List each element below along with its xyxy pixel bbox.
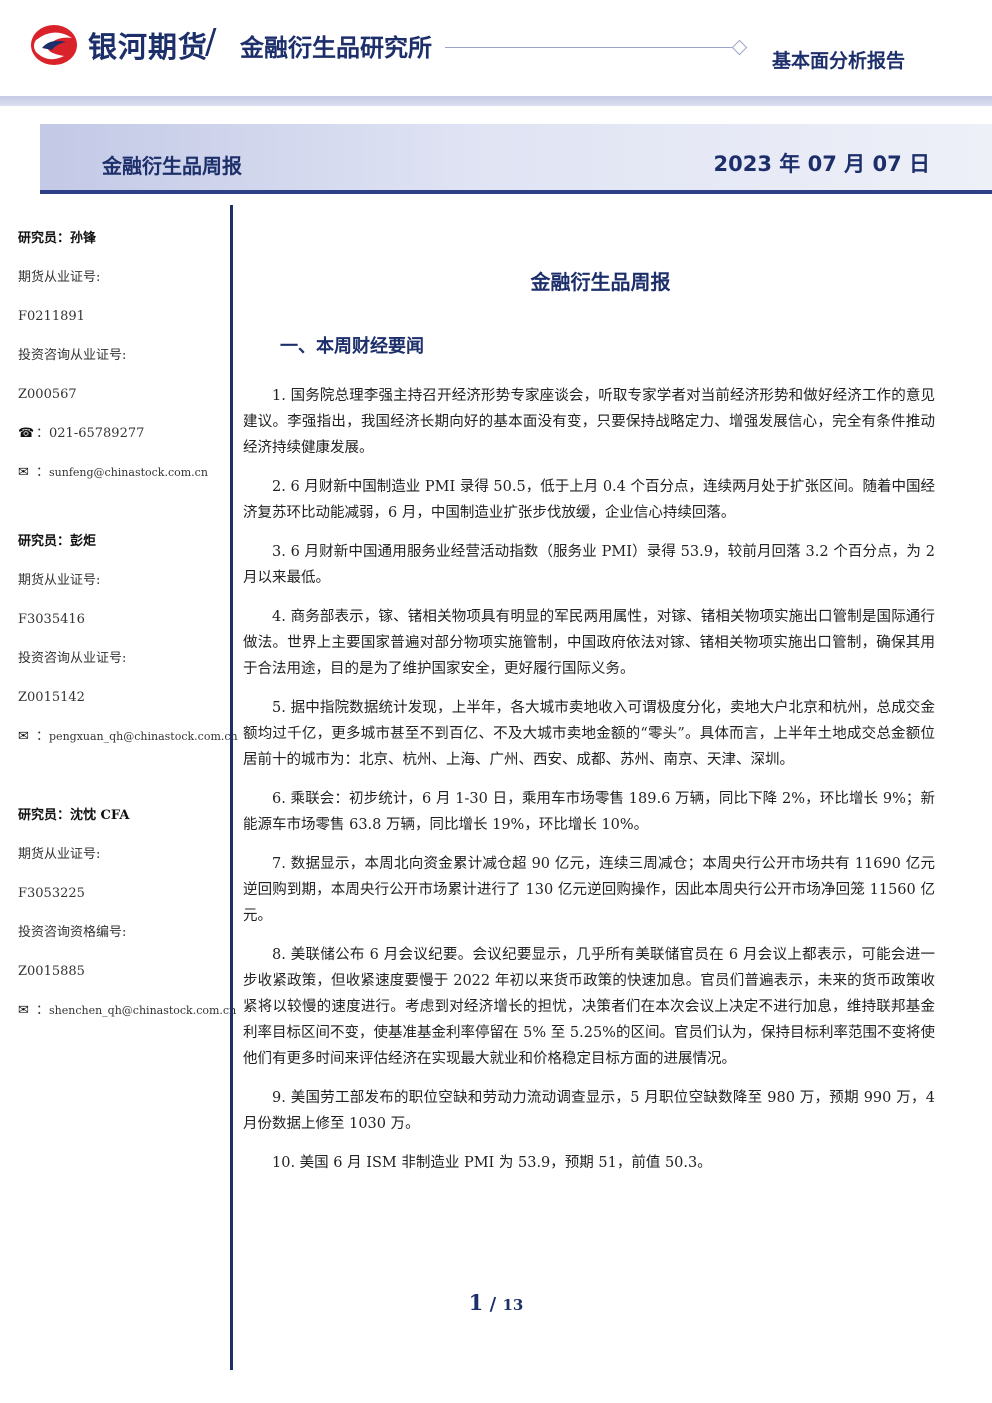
researcher-name: 研究员：孙锋	[18, 231, 97, 246]
researcher-name: 研究员：彭炬	[18, 534, 97, 549]
researcher-block: 研究员：彭炬 期货从业证号: F3035416 投资咨询从业证号: Z00151…	[18, 529, 238, 763]
license-label: 期货从业证号:	[18, 847, 101, 862]
phone-number: 021-65789277	[49, 426, 145, 441]
consult-label: 投资咨询从业证号:	[18, 348, 127, 363]
email-address[interactable]: shenchen_qh@chinastock.com.cn	[49, 1004, 237, 1017]
consult-number: Z0015885	[18, 964, 85, 979]
phone-line: ☎：021-65789277	[18, 421, 228, 460]
license-label: 期货从业证号:	[18, 573, 101, 588]
consult-number: Z0015142	[18, 690, 85, 705]
sidebar-divider	[230, 205, 233, 1370]
license-number: F3035416	[18, 612, 85, 627]
email-icon: ✉	[18, 1003, 29, 1018]
researcher-name: 研究员：沈忱 CFA	[18, 808, 130, 823]
total-pages: 13	[502, 1296, 524, 1314]
section-title: 一、本周财经要闻	[280, 336, 424, 357]
email-address[interactable]: pengxuan_qh@chinastock.com.cn	[49, 730, 238, 743]
email-line: ✉：pengxuan_qh@chinastock.com.cn	[18, 724, 238, 763]
diamond-icon	[731, 39, 748, 56]
researcher-block: 研究员：孙锋 期货从业证号: F0211891 投资咨询从业证号: Z00056…	[18, 226, 228, 499]
phone-icon: ☎	[18, 426, 35, 441]
report-type: 基本面分析报告	[772, 50, 906, 72]
current-page: 1	[468, 1290, 484, 1315]
galaxy-logo-icon	[31, 25, 77, 65]
brand-name: 银河期货	[88, 30, 209, 64]
consult-label: 投资咨询从业证号:	[18, 651, 127, 666]
consult-label: 投资咨询资格编号:	[18, 925, 127, 940]
license-number: F3053225	[18, 886, 85, 901]
page-title: 金融衍生品周报	[530, 270, 671, 294]
page-number: 1 / 13	[0, 1290, 992, 1315]
email-address[interactable]: sunfeng@chinastock.com.cn	[49, 466, 208, 479]
news-item: 2. 6 月财新中国制造业 PMI 录得 50.5，低于上月 0.4 个百分点，…	[243, 479, 935, 521]
news-item: 1. 国务院总理李强主持召开经济形势专家座谈会，听取专家学者对当前经济形势和做好…	[243, 388, 935, 456]
header-band	[0, 96, 992, 106]
researcher-sidebar: 研究员：孙锋 期货从业证号: F0211891 投资咨询从业证号: Z00056…	[18, 226, 238, 1037]
news-item: 3. 6 月财新中国通用服务业经营活动指数（服务业 PMI）录得 53.9，较前…	[243, 544, 935, 586]
license-number: F0211891	[18, 309, 85, 324]
banner-underline	[40, 190, 992, 194]
spacer	[18, 763, 228, 803]
news-item: 6. 乘联会：初步统计，6 月 1-30 日，乘用车市场零售 189.6 万辆，…	[243, 791, 935, 833]
news-item: 8. 美联储公布 6 月会议纪要。会议纪要显示，几乎所有美联储官员在 6 月会议…	[243, 947, 935, 1067]
license-label: 期货从业证号:	[18, 270, 101, 285]
decorative-line	[445, 47, 735, 48]
news-list: 1. 国务院总理李强主持召开经济形势专家座谈会，听取专家学者对当前经济形势和做好…	[243, 383, 935, 1189]
news-item: 7. 数据显示，本周北向资金累计减仓超 90 亿元，连续三周减仓；本周央行公开市…	[243, 856, 935, 924]
email-icon: ✉	[18, 465, 29, 480]
header-separator: /	[205, 22, 217, 62]
title-banner	[40, 124, 992, 192]
report-header: 银河期货 / 金融衍生品研究所 基本面分析报告	[0, 0, 992, 100]
email-line: ✉：shenchen_qh@chinastock.com.cn	[18, 998, 236, 1037]
institute-name: 金融衍生品研究所	[240, 34, 432, 62]
consult-number: Z000567	[18, 387, 77, 402]
researcher-block: 研究员：沈忱 CFA 期货从业证号: F3053225 投资咨询资格编号: Z0…	[18, 803, 236, 1037]
news-item: 5. 据中指院数据统计发现，上半年，各大城市卖地收入可谓极度分化，卖地大户北京和…	[243, 700, 935, 768]
spacer	[18, 499, 228, 529]
news-item: 10. 美国 6 月 ISM 非制造业 PMI 为 53.9，预期 51，前值 …	[272, 1155, 712, 1171]
banner-title: 金融衍生品周报	[102, 154, 242, 178]
page-separator: /	[489, 1294, 497, 1315]
report-date: 2023 年 07 月 07 日	[713, 152, 930, 176]
email-line: ✉：sunfeng@chinastock.com.cn	[18, 460, 228, 499]
news-item: 4. 商务部表示，镓、锗相关物项具有明显的军民两用属性，对镓、锗相关物项实施出口…	[243, 609, 935, 677]
news-item: 9. 美国劳工部发布的职位空缺和劳动力流动调查显示，5 月职位空缺数降至 980…	[243, 1090, 935, 1132]
email-icon: ✉	[18, 729, 29, 744]
